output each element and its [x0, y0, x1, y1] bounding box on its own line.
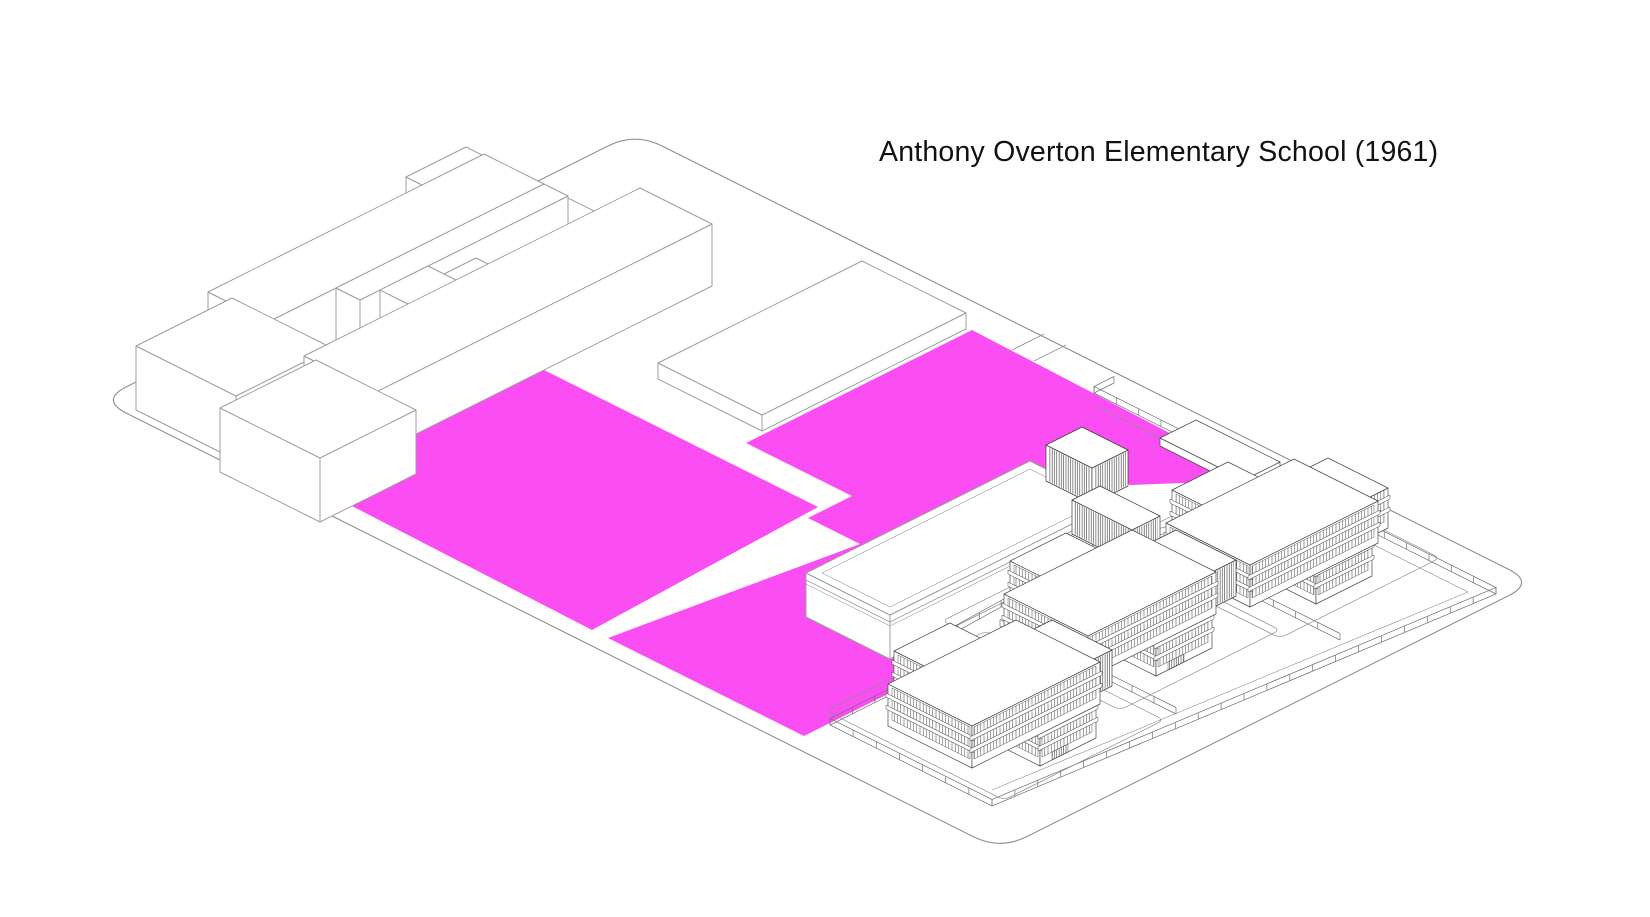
path-joint-lines	[1011, 333, 1067, 362]
school-building-complex	[885, 419, 1391, 769]
drawing-title: Anthony Overton Elementary School (1961)	[879, 136, 1439, 168]
context-buildings	[135, 146, 967, 523]
open-space-west-field	[350, 370, 818, 630]
